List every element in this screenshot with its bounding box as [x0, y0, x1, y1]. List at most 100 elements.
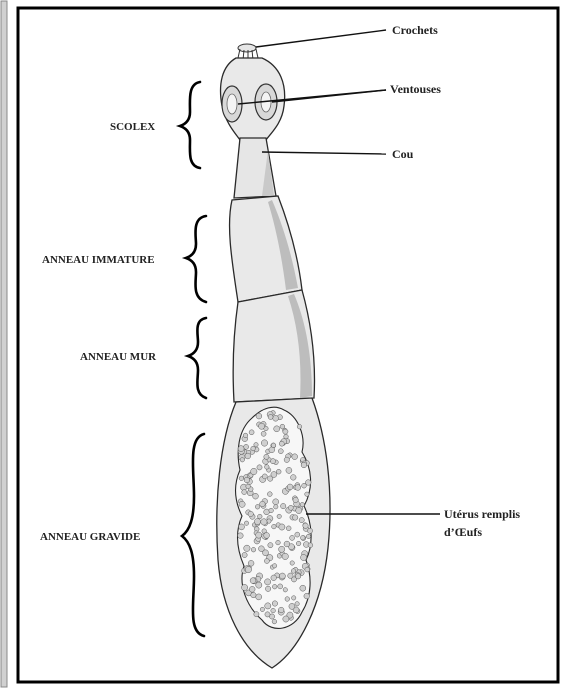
- egg: [273, 415, 279, 421]
- egg: [268, 543, 273, 548]
- brace-gravid: [182, 434, 204, 636]
- egg: [293, 515, 298, 520]
- egg: [262, 474, 267, 479]
- egg: [260, 501, 266, 507]
- egg: [271, 443, 276, 448]
- brace-mature: [188, 318, 206, 398]
- egg: [249, 430, 254, 435]
- egg: [269, 508, 274, 513]
- egg: [243, 433, 248, 438]
- egg: [305, 492, 309, 496]
- egg: [289, 603, 295, 609]
- egg: [281, 503, 286, 508]
- brace-immature: [186, 216, 206, 302]
- egg: [251, 547, 256, 552]
- egg: [271, 575, 277, 581]
- egg: [278, 584, 283, 589]
- egg: [278, 449, 283, 454]
- brace-scolex: [180, 82, 200, 168]
- egg: [244, 477, 250, 483]
- egg: [248, 511, 253, 516]
- egg: [292, 454, 298, 460]
- egg: [265, 579, 271, 585]
- egg: [250, 578, 256, 584]
- egg: [274, 505, 278, 509]
- egg: [300, 502, 304, 506]
- egg: [254, 612, 259, 617]
- scolex-drawing: [221, 44, 285, 140]
- egg: [292, 596, 296, 600]
- egg: [272, 601, 277, 606]
- egg: [301, 554, 307, 560]
- egg: [288, 505, 293, 510]
- egg: [254, 443, 258, 447]
- egg: [295, 602, 299, 606]
- egg: [257, 465, 262, 470]
- egg: [276, 540, 281, 545]
- egg: [259, 423, 265, 429]
- egg: [249, 586, 255, 592]
- egg: [301, 462, 307, 468]
- leader-ventouses-right: [272, 90, 386, 102]
- egg: [239, 524, 245, 530]
- egg: [268, 415, 273, 420]
- egg: [295, 574, 300, 579]
- egg: [283, 429, 288, 434]
- egg: [291, 475, 297, 481]
- egg: [290, 535, 295, 540]
- egg: [261, 440, 267, 446]
- egg: [288, 573, 293, 578]
- egg: [280, 424, 285, 429]
- egg: [245, 453, 251, 459]
- egg: [284, 434, 289, 439]
- egg: [264, 454, 269, 459]
- egg: [284, 541, 290, 547]
- egg: [306, 534, 310, 538]
- egg: [273, 499, 279, 505]
- egg: [282, 553, 288, 559]
- egg: [270, 459, 275, 464]
- label-anneau-mur: ANNEAU MUR: [80, 351, 157, 363]
- egg: [286, 467, 292, 473]
- egg: [255, 505, 260, 510]
- egg: [299, 518, 304, 523]
- egg: [244, 545, 250, 551]
- egg: [307, 528, 312, 533]
- egg: [285, 597, 290, 602]
- egg: [260, 607, 264, 611]
- egg: [271, 608, 276, 613]
- egg: [272, 524, 277, 529]
- label-anneau-immature: ANNEAU IMMATURE: [42, 254, 155, 266]
- egg: [248, 560, 254, 566]
- egg: [239, 501, 245, 507]
- egg: [300, 585, 306, 591]
- egg: [290, 561, 294, 565]
- egg: [251, 468, 257, 474]
- egg: [295, 532, 300, 537]
- label-crochets: Crochets: [392, 23, 438, 37]
- egg: [256, 532, 262, 538]
- egg: [261, 431, 266, 436]
- egg: [306, 480, 312, 486]
- egg: [277, 514, 281, 518]
- egg: [238, 446, 244, 452]
- egg: [253, 493, 259, 499]
- label-cou: Cou: [392, 147, 414, 161]
- egg: [296, 541, 301, 546]
- egg: [244, 444, 249, 449]
- egg: [304, 593, 310, 599]
- egg: [242, 584, 248, 590]
- egg: [242, 490, 247, 495]
- leader-cou: [262, 152, 386, 154]
- egg: [274, 426, 280, 432]
- egg: [296, 507, 302, 513]
- egg: [272, 564, 276, 568]
- label-anneau-gravide: ANNEAU GRAVIDE: [40, 531, 140, 543]
- egg: [301, 535, 306, 540]
- egg: [283, 588, 287, 592]
- label-uterus-line1: Utérus remplis: [444, 507, 520, 521]
- egg: [259, 546, 265, 552]
- egg: [272, 584, 277, 589]
- leader-crochets: [256, 30, 386, 47]
